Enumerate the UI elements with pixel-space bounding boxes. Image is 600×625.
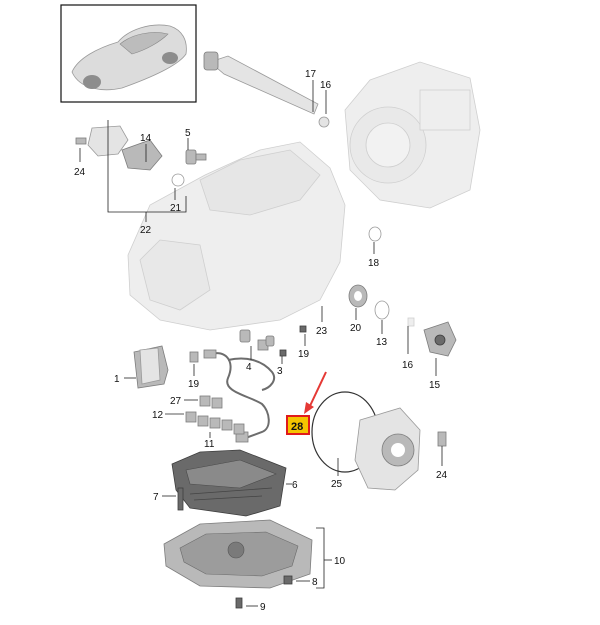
part-1-bracket	[133, 345, 169, 389]
gearbox-housing	[127, 61, 481, 331]
highlight-arrow	[308, 371, 327, 409]
car-thumbnail	[60, 4, 197, 103]
callout-6: 6	[292, 480, 298, 491]
oil-seal-cover	[311, 391, 447, 491]
drive-shaft	[203, 51, 330, 128]
callout-24-right: 24	[436, 470, 448, 481]
callout-10: 10	[334, 556, 346, 567]
callout-1: 1	[114, 374, 120, 385]
callout-7: 7	[153, 492, 159, 503]
callout-17: 17	[305, 69, 317, 80]
callout-25: 25	[331, 479, 343, 490]
callout-19-left: 19	[188, 379, 200, 390]
wiring-harness-28	[203, 339, 276, 443]
callout-20: 20	[350, 323, 362, 334]
callout-labels: 17 16 14 5 24 21 22 18 20 13 16 15 23 19…	[74, 69, 448, 613]
callout-15: 15	[429, 380, 441, 391]
callout-28: 28	[291, 421, 303, 433]
callout-19-right: 19	[298, 349, 310, 360]
callout-22: 22	[140, 225, 152, 236]
callout-9: 9	[260, 602, 266, 613]
oil-pan	[163, 519, 313, 609]
callout-23: 23	[316, 326, 328, 337]
callout-5: 5	[185, 128, 191, 139]
callout-16-right: 16	[402, 360, 414, 371]
part-14-cover	[75, 125, 207, 187]
callout-8: 8	[312, 577, 318, 588]
callout-13: 13	[376, 337, 388, 348]
solenoids	[185, 395, 245, 435]
callout-14: 14	[140, 133, 152, 144]
callout-16-top: 16	[320, 80, 332, 91]
callout-18: 18	[368, 258, 380, 269]
highlighted-callout-28[interactable]: 28	[286, 371, 327, 435]
leader-lines	[79, 80, 443, 607]
callout-24-left: 24	[74, 167, 86, 178]
callout-12: 12	[152, 410, 164, 421]
seal-rings	[348, 226, 457, 357]
arrow-head-icon	[304, 402, 314, 414]
small-sensors	[189, 325, 307, 363]
callout-21: 21	[170, 203, 182, 214]
callout-4: 4	[246, 362, 252, 373]
callout-11: 11	[204, 439, 215, 450]
callout-3: 3	[277, 366, 283, 377]
callout-28-box	[286, 415, 310, 435]
valve-body	[171, 449, 287, 517]
callout-27: 27	[170, 396, 182, 407]
